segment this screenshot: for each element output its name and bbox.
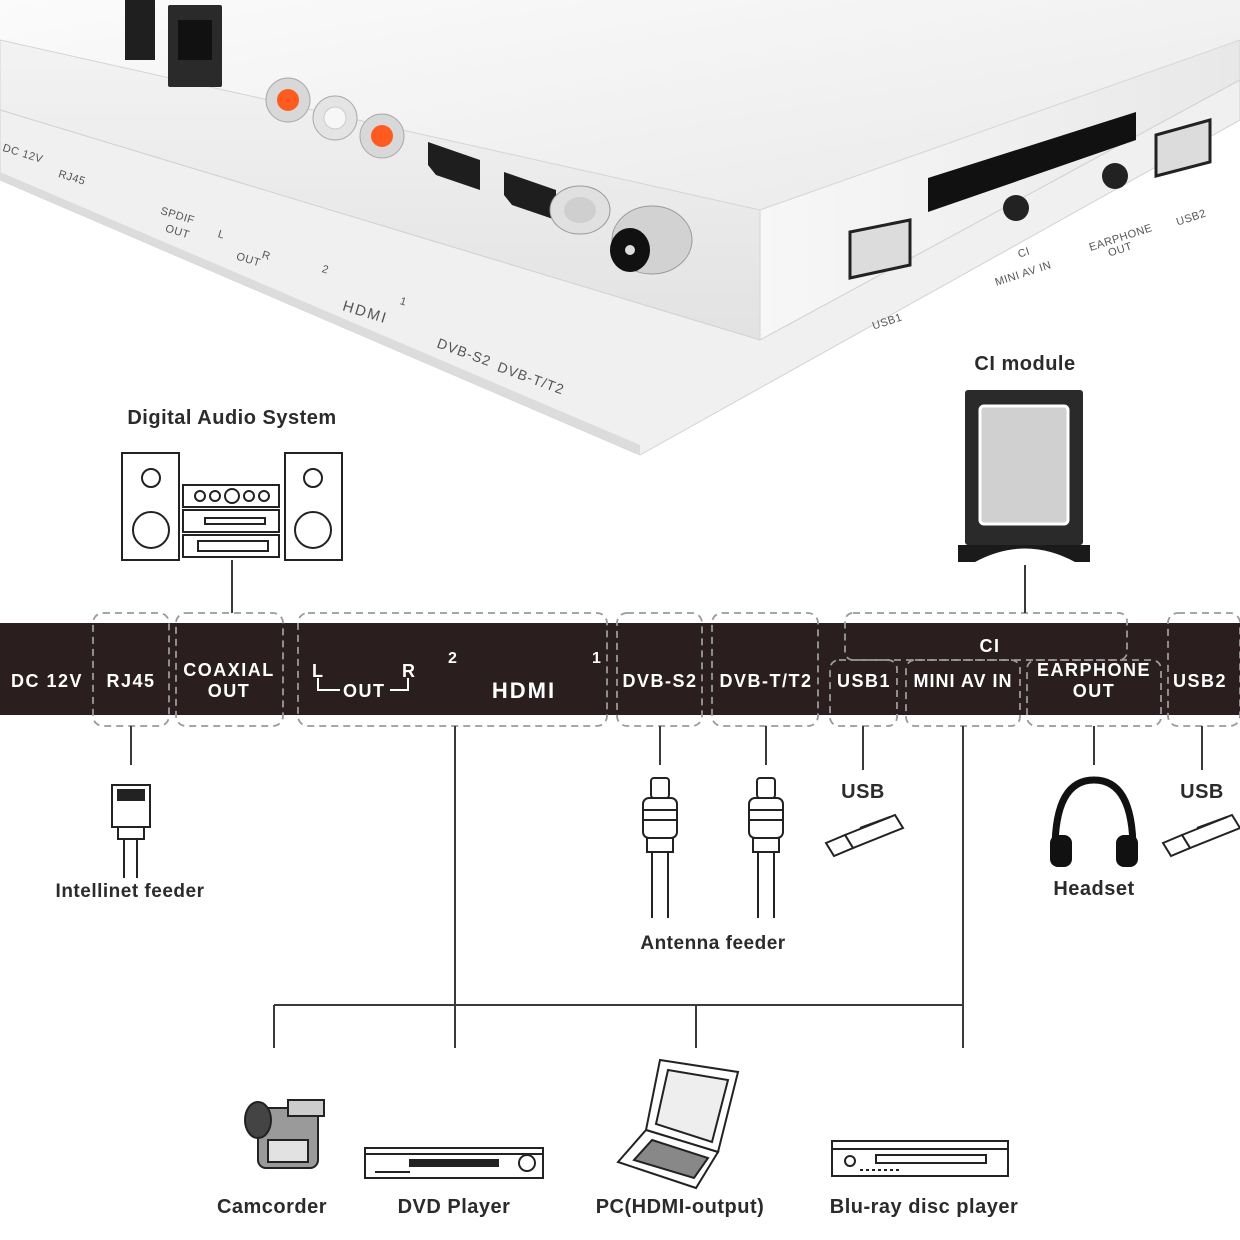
headset-icon [1050,776,1138,867]
device-top [0,0,1240,210]
digital-audio-system-icon [121,452,343,561]
panel-label-earphone: EARPHONE [1036,660,1152,680]
panel-label-usb1: USB1 [836,671,892,691]
label-ci-module: CI module [974,353,1076,375]
panel-label-l: L [312,661,325,681]
panel-label-hdmi-2: 2 [448,650,459,667]
panel-label-hdmi-1: 1 [592,650,603,667]
panel-label-r: R [402,661,417,681]
panel-label-ci: CI [979,636,1001,656]
dc-port [125,0,155,60]
panel-label-coaxial-out: OUT [207,681,251,701]
mini-av-jack [1003,195,1029,221]
usb2-port [1154,118,1212,178]
out-bracket-icon [317,678,409,691]
usb-stick-icon-1 [824,813,905,858]
label-antenna-feeder: Antenna feeder [640,933,786,954]
f-connector [549,185,611,235]
antenna-plug-icon-2 [748,777,784,918]
panel-label-dvbt2: DVB-T/T2 [719,671,813,691]
label-bluray-player: Blu-ray disc player [829,1196,1019,1218]
ci-module-icon [958,390,1090,562]
panel-label-dvbs2: DVB-S2 [622,671,698,691]
connection-lines [130,560,1203,1048]
hdmi-port-1 [504,172,556,220]
panel-label-dc12v: DC 12V [10,671,84,691]
iec-connector [610,205,693,275]
antenna-plug-icon-1 [642,777,678,918]
label-usb-2: USB [1180,781,1224,803]
connector-panel-bar [0,623,1240,715]
panel-label-out: OUT [343,681,386,701]
dvd-player-icon [364,1147,544,1179]
panel-label-coaxial: COAXIAL [183,660,275,680]
label-dvd-player: DVD Player [397,1196,511,1218]
earphone-jack [1102,163,1128,189]
hdmi-logo: HDMI [491,678,557,703]
camcorder-icon [244,1099,325,1169]
usb1-port [848,218,912,280]
label-pc-hdmi-output: PC(HDMI-output) [595,1196,765,1218]
usb-stick-icon-2 [1161,813,1240,858]
label-usb-1: USB [841,781,885,803]
hdmi-port-2 [428,142,480,190]
label-camcorder: Camcorder [216,1196,328,1218]
device-illustration [0,0,1240,456]
panel-label-usb2: USB2 [1172,671,1228,691]
rca-jacks [265,77,405,159]
panel-label-rj45: RJ45 [106,671,156,691]
ci-slot [928,112,1136,212]
laptop-icon [616,1058,740,1190]
label-digital-audio-system: Digital Audio System [127,407,337,429]
rj45-plug-icon [111,784,151,878]
panel-label-earphone-out: OUT [1072,681,1116,701]
bluray-player-icon [831,1140,1009,1177]
label-headset: Headset [1053,878,1135,900]
panel-label-mini-av-in: MINI AV IN [913,671,1013,691]
device-frame [0,79,1240,456]
label-intellinet-feeder: Intellinet feeder [55,881,205,902]
